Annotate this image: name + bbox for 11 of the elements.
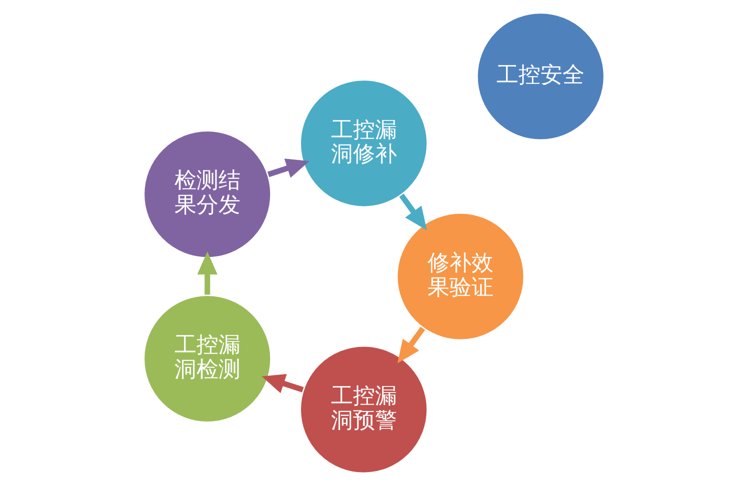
node-circle: 检测结果分发 — [142, 129, 272, 260]
arrow — [262, 374, 304, 394]
node-circle: 工控安全 — [476, 11, 606, 142]
arrow — [397, 326, 426, 364]
node-circle: 工控漏洞检测 — [142, 294, 272, 424]
node-circle: 修补效果验证 — [395, 211, 526, 342]
arrow — [399, 194, 427, 230]
node-circle: 工控漏洞预警 — [298, 344, 429, 475]
arrow — [197, 251, 218, 295]
arrow — [267, 158, 310, 178]
node-circle: 工控漏洞修补 — [298, 78, 429, 208]
